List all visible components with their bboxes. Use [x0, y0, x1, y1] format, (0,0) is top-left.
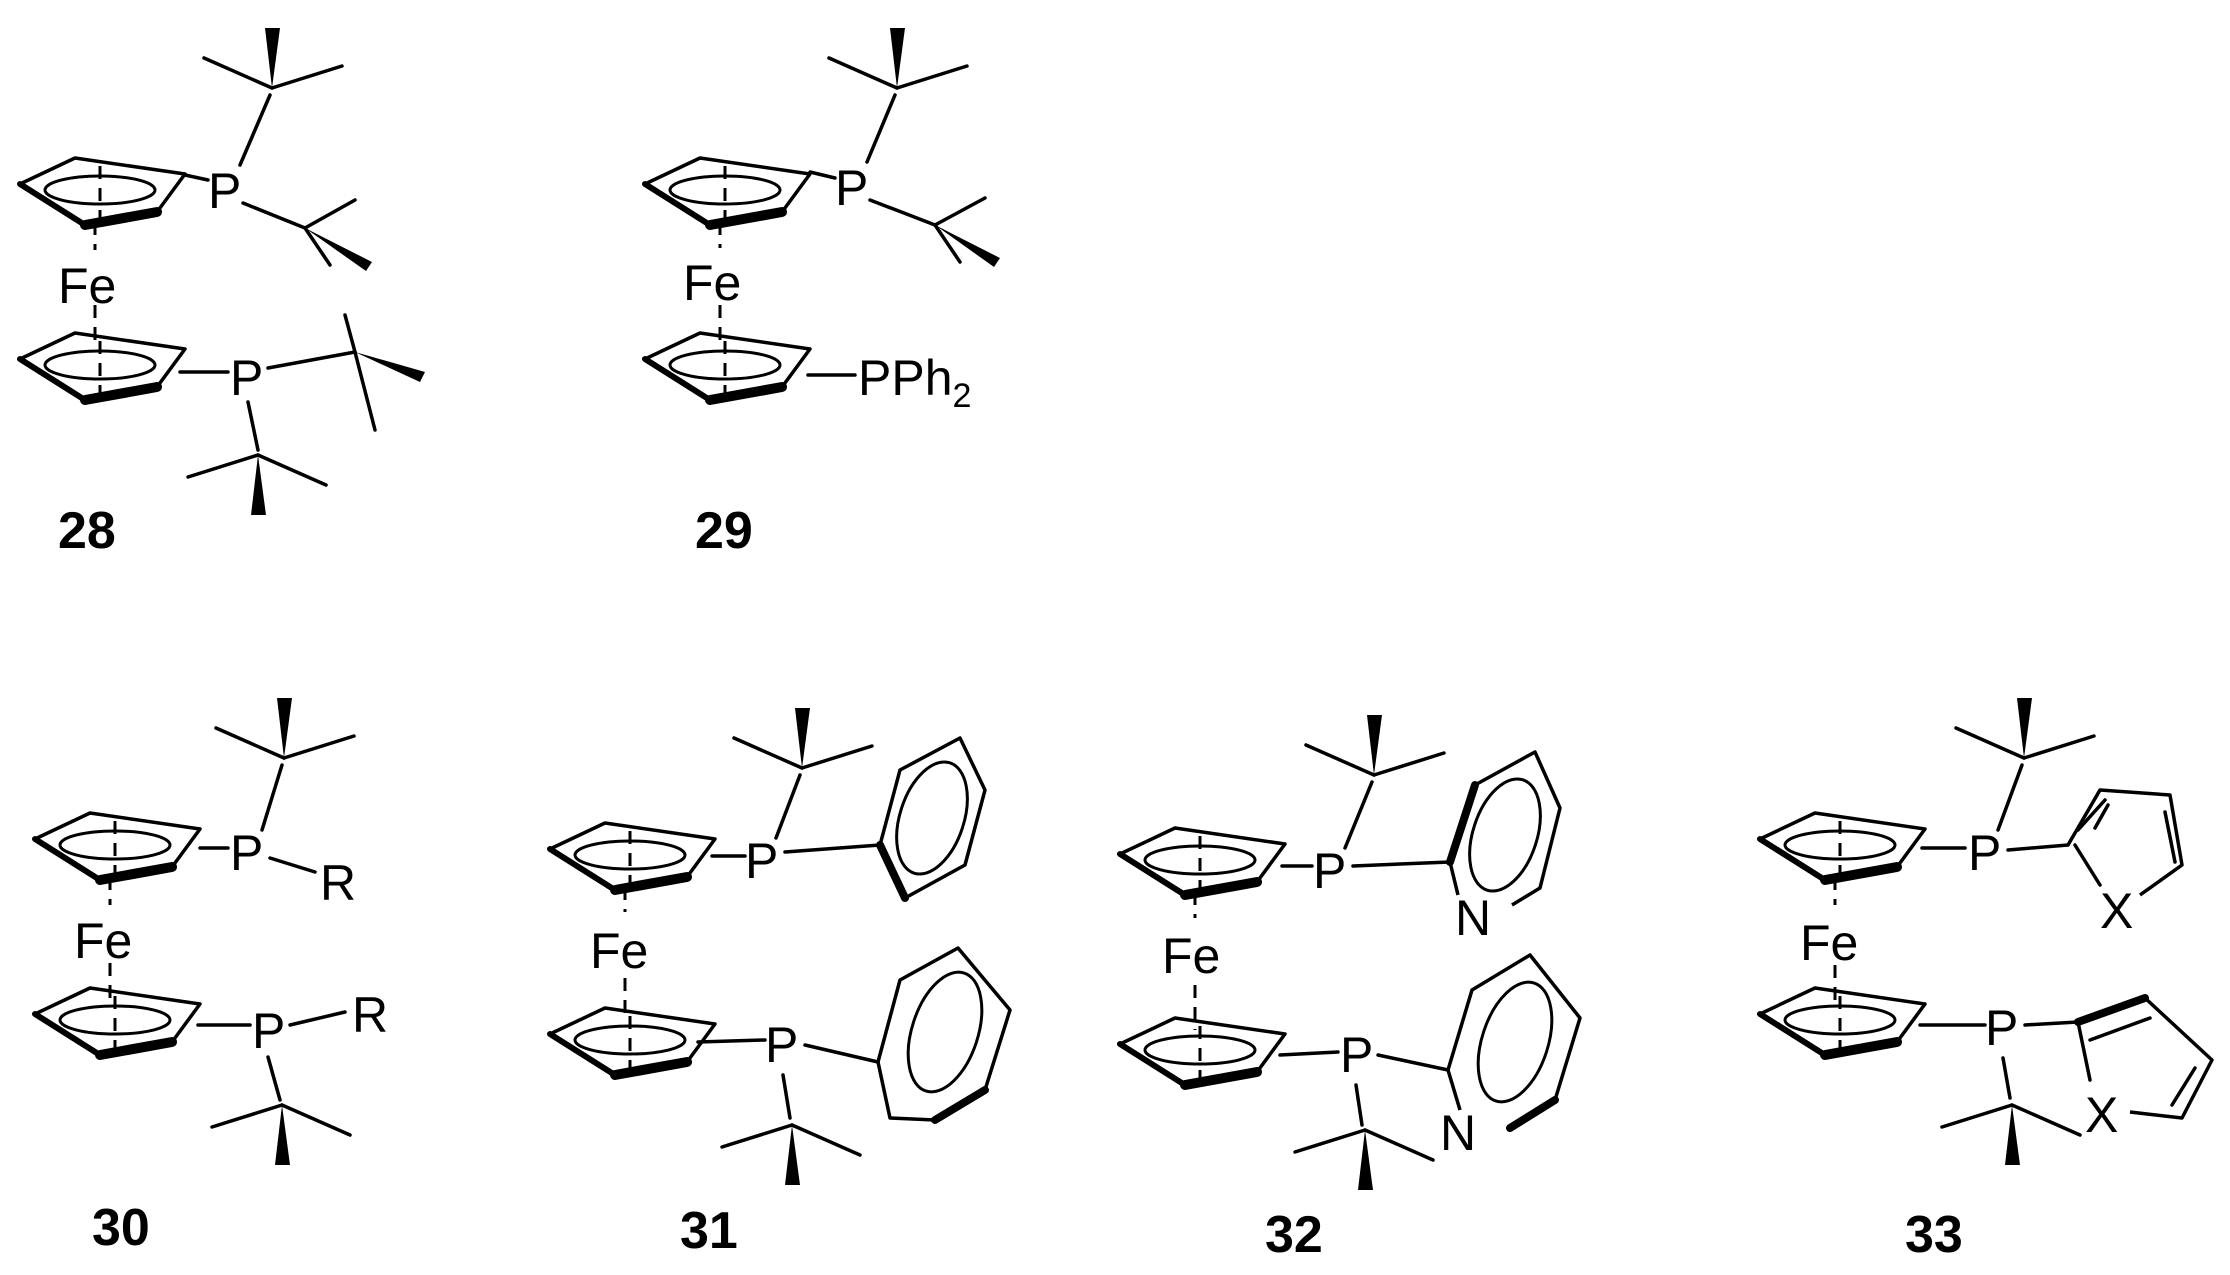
compound-number-32: 32: [1265, 1206, 1323, 1264]
phosphorus-atom-lower: P: [1340, 1027, 1373, 1083]
compound-32: Fe P N P N 32: [1120, 713, 1582, 1264]
iron-atom: Fe: [1800, 915, 1858, 971]
phosphorus-atom-upper: P: [1313, 843, 1346, 899]
compound-number-31: 31: [680, 1202, 738, 1260]
phosphorus-atom-upper: P: [835, 160, 868, 216]
heteroaryl-ring-lower: [2074, 994, 2214, 1120]
phosphorus-atom-lower: P: [765, 1017, 798, 1073]
compound-number-30: 30: [92, 1199, 150, 1257]
nitrogen-atom-upper: N: [1455, 890, 1491, 946]
iron-atom: Fe: [1162, 928, 1220, 984]
heteroatom-x-lower: X: [2085, 1087, 2118, 1143]
diphenylphosphino-group: PPh2: [858, 350, 971, 415]
nitrogen-atom-lower: N: [1440, 1105, 1476, 1161]
phosphorus-atom-lower: P: [230, 350, 263, 406]
iron-atom: Fe: [58, 258, 116, 314]
compound-33: Fe P X P X 33: [1760, 696, 2214, 1264]
compound-number-28: 28: [58, 502, 116, 560]
compound-30: Fe P R P R 30: [35, 696, 388, 1257]
compound-29: Fe P PPh2 29: [645, 26, 1000, 560]
phosphorus-atom-lower: P: [252, 1003, 285, 1059]
compound-31: Fe P P 31: [550, 706, 1012, 1260]
pyridyl-ring-upper: [1446, 750, 1562, 907]
r-group-upper: R: [320, 855, 356, 911]
pyridyl-ring-lower: [1446, 953, 1582, 1132]
phosphorus-atom-upper: P: [208, 163, 241, 219]
r-group-lower: R: [352, 987, 388, 1043]
iron-atom: Fe: [683, 255, 741, 311]
phenyl-ring-upper: [876, 736, 987, 902]
phosphorus-atom-upper: P: [1968, 825, 2001, 881]
heteroatom-x-upper: X: [2100, 883, 2133, 939]
compound-number-29: 29: [695, 502, 753, 560]
phosphorus-atom-upper: P: [745, 833, 778, 889]
heteroaryl-ring-upper: [2066, 788, 2184, 897]
phosphorus-atom-lower: P: [1985, 1000, 2018, 1056]
phosphorus-atom-upper: P: [230, 825, 263, 881]
phenyl-ring-lower: [876, 946, 1012, 1124]
iron-atom: Fe: [590, 923, 648, 979]
compound-28: Fe P P 28: [20, 26, 425, 560]
compound-number-33: 33: [1905, 1206, 1963, 1264]
iron-atom: Fe: [74, 913, 132, 969]
